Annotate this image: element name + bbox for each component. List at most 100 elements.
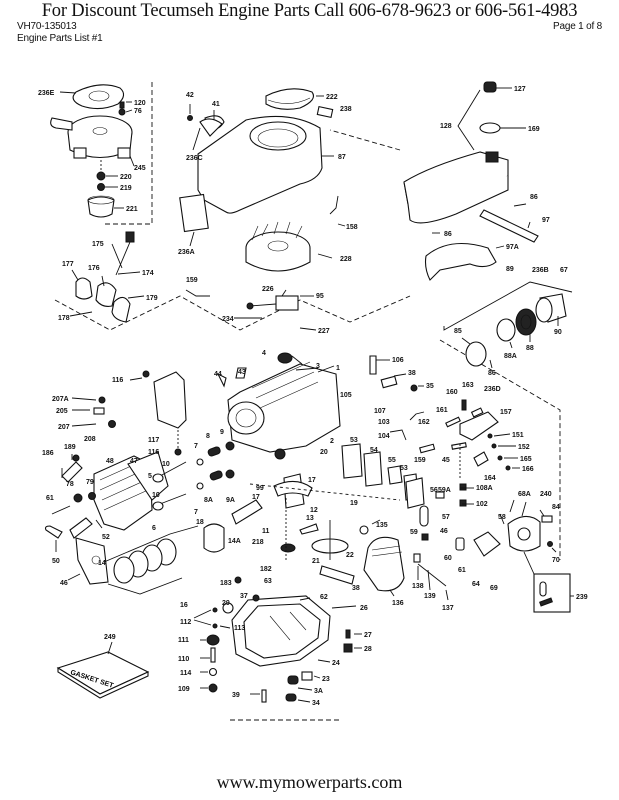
callout-label: 41 xyxy=(212,101,220,108)
callout-label: 46 xyxy=(440,528,448,535)
callout-label: 1 xyxy=(336,365,340,372)
callout-label: 47 xyxy=(130,458,138,465)
callout-label: 175 xyxy=(92,241,104,248)
primer-ignition-group xyxy=(69,231,317,331)
callout-label: 13 xyxy=(306,515,314,522)
page-title: For Discount Tecumseh Engine Parts Call … xyxy=(41,1,578,21)
callout-label: 158 xyxy=(346,224,358,231)
callout-label: 112 xyxy=(180,619,191,626)
callout-label: 137 xyxy=(442,605,454,612)
callout-label: 14 xyxy=(98,560,106,567)
air-cleaner-group xyxy=(443,281,573,369)
callout-label: 50 xyxy=(52,558,60,565)
callout-label: 38 xyxy=(408,370,416,377)
callout-label: 90 xyxy=(554,329,562,336)
callout-label: 52 xyxy=(102,534,110,541)
document-id: VH70-135013 xyxy=(17,21,77,32)
starter-cup-221 xyxy=(87,196,115,218)
callout-label: 179 xyxy=(146,295,158,302)
callout-label: 236B xyxy=(532,267,549,274)
callout-label: 103 xyxy=(378,419,390,426)
callout-label: 207 xyxy=(58,424,70,431)
callout-label: 3 xyxy=(316,363,320,370)
primer-bracket-176 xyxy=(95,282,117,307)
callout-label: 29 xyxy=(222,600,230,607)
boundary-ignition xyxy=(54,295,411,331)
callout-label: 56 xyxy=(430,487,438,494)
callout-label: 222 xyxy=(326,94,338,101)
rewind-starter-group xyxy=(50,84,135,218)
callout-label: 59 xyxy=(410,529,418,536)
callout-label: 53 xyxy=(400,465,408,472)
callout-label: 205 xyxy=(56,408,68,415)
callout-label: 95 xyxy=(316,293,324,300)
starter-handle xyxy=(50,117,73,131)
gasket-set-group: GASKET SET xyxy=(56,641,150,699)
callout-label: 62 xyxy=(320,594,328,601)
callout-label: 45 xyxy=(442,457,450,464)
callout-label: 107 xyxy=(374,408,386,415)
callout-label: 166 xyxy=(522,466,534,473)
callout-label: 63 xyxy=(264,578,272,585)
bracket-117 xyxy=(153,371,187,429)
valve-group xyxy=(152,441,235,511)
callout-label: 207A xyxy=(52,396,69,403)
callout-label: 177 xyxy=(62,261,74,268)
callout-label: 108A xyxy=(476,485,493,492)
strainer-169 xyxy=(479,122,501,134)
gasket-179 xyxy=(111,296,131,323)
callout-label: 8 xyxy=(206,433,210,440)
callout-label: 182 xyxy=(260,566,272,573)
callout-label: 236D xyxy=(484,386,501,393)
oil-fill-111 xyxy=(206,634,220,646)
callout-label: 138 xyxy=(412,583,424,590)
callout-label: 10 xyxy=(152,492,160,499)
callout-label: 169 xyxy=(528,126,540,133)
callout-label: 128 xyxy=(440,123,452,130)
primer-bulb xyxy=(125,231,135,243)
callout-label: 88 xyxy=(526,345,534,352)
page-indicator: Page 1 of 8 xyxy=(553,21,602,32)
breather-54 xyxy=(363,451,383,487)
callout-label: 238 xyxy=(340,106,352,113)
callout-label: 116 xyxy=(148,449,159,456)
callout-label: 20 xyxy=(320,449,328,456)
callout-label: 139 xyxy=(424,593,436,600)
callout-label: 34 xyxy=(312,700,320,707)
muffler-136 xyxy=(363,536,405,592)
callout-label: 7 xyxy=(194,509,198,516)
callout-label: 189 xyxy=(64,444,76,451)
callout-label: 58 xyxy=(498,514,506,521)
callout-label: 183 xyxy=(220,580,232,587)
callout-label: 102 xyxy=(476,501,488,508)
fuel-tank-group xyxy=(403,81,539,281)
ignition-module-226 xyxy=(275,295,299,311)
callout-label: 88A xyxy=(504,353,517,360)
callout-labels: 236E 120 76 245 220 219 221 42 41 236C 2… xyxy=(38,86,588,707)
callout-label: 11 xyxy=(262,528,270,535)
callout-label: 27 xyxy=(364,632,372,639)
washer-219 xyxy=(97,183,105,191)
callout-label: 84 xyxy=(552,504,560,511)
tab-50 xyxy=(44,525,63,539)
intake-61 xyxy=(473,531,501,557)
stud-52 xyxy=(69,517,93,539)
carburetor-group xyxy=(419,499,574,613)
connecting-rod-17 xyxy=(231,499,263,525)
callout-label: 116 xyxy=(112,377,123,384)
callout-label: 164 xyxy=(484,475,496,482)
callout-label: 38 xyxy=(352,585,360,592)
callout-label: 59A xyxy=(438,487,451,494)
callout-label: 5 xyxy=(148,473,152,480)
boundary-tank xyxy=(329,129,401,151)
callout-label: 236E xyxy=(38,90,55,97)
section-boundaries xyxy=(54,82,561,721)
callout-label: 78 xyxy=(66,481,74,488)
callout-label: 55 xyxy=(388,457,396,464)
governor-group xyxy=(419,399,520,505)
callout-label: 104 xyxy=(378,433,390,440)
callout-label: 44 xyxy=(214,371,222,378)
callout-label: 97A xyxy=(506,244,519,251)
callout-label: 106 xyxy=(392,357,404,364)
callout-label: 86 xyxy=(488,370,496,377)
